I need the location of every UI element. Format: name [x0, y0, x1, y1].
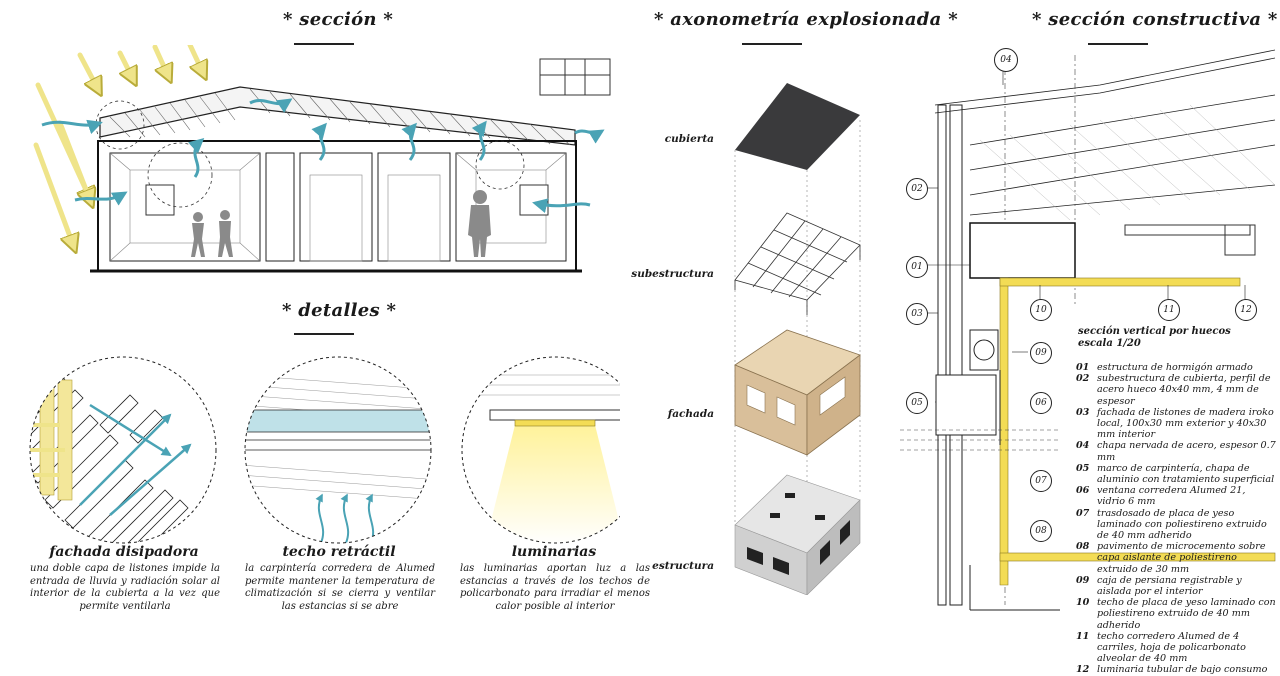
detail-title-techo: techo retráctil — [282, 544, 396, 560]
axo-label-estructura: estructura — [652, 560, 714, 572]
detail-text-fachada: una doble capa de listones impide la ent… — [30, 563, 220, 612]
detail-text-techo: la carpintería corredera de Alumed permi… — [245, 563, 435, 612]
legend-title-line1: sección vertical por huecos — [1078, 326, 1231, 337]
callout-08: 08 — [1030, 520, 1052, 542]
detail-title-luminarias: luminarias — [511, 544, 597, 560]
building-section-drawing — [33, 45, 611, 273]
detail-text-luminarias: las luminarias aportan luz a las estanci… — [460, 563, 650, 612]
callout-01: 01 — [906, 256, 928, 278]
callout-07: 07 — [1030, 470, 1052, 492]
axo-label-subestructura: subestructura — [631, 268, 714, 280]
callout-09: 09 — [1030, 342, 1052, 364]
callout-10: 10 — [1030, 299, 1052, 321]
legend-title: sección vertical por huecos escala 1/20 — [1078, 326, 1278, 350]
callout-12: 12 — [1235, 299, 1257, 321]
callout-04: 04 — [994, 48, 1018, 72]
details-title: * detalles * — [282, 300, 397, 321]
construction-section-drawing — [900, 49, 1276, 611]
title-underline — [742, 43, 802, 45]
axonometry-title: * axonometría explosionada * — [654, 9, 958, 30]
construction-section-title: * sección constructiva * — [1032, 9, 1278, 30]
title-underline — [294, 333, 354, 335]
detail-title-fachada: fachada disipadora — [49, 544, 199, 560]
callout-11: 11 — [1158, 299, 1180, 321]
section-title: * sección * — [283, 9, 394, 30]
legend-title-line2: escala 1/20 — [1078, 338, 1141, 349]
callout-03: 03 — [906, 303, 928, 325]
title-underline — [1088, 43, 1148, 45]
callout-06: 06 — [1030, 392, 1052, 414]
axo-label-cubierta: cubierta — [664, 133, 714, 145]
details-drawings — [29, 356, 620, 544]
axo-label-fachada: fachada — [667, 408, 714, 420]
exploded-axonometry-drawing — [734, 83, 861, 595]
title-underline — [294, 43, 354, 45]
callout-02: 02 — [906, 178, 928, 200]
callout-05: 05 — [906, 392, 928, 414]
